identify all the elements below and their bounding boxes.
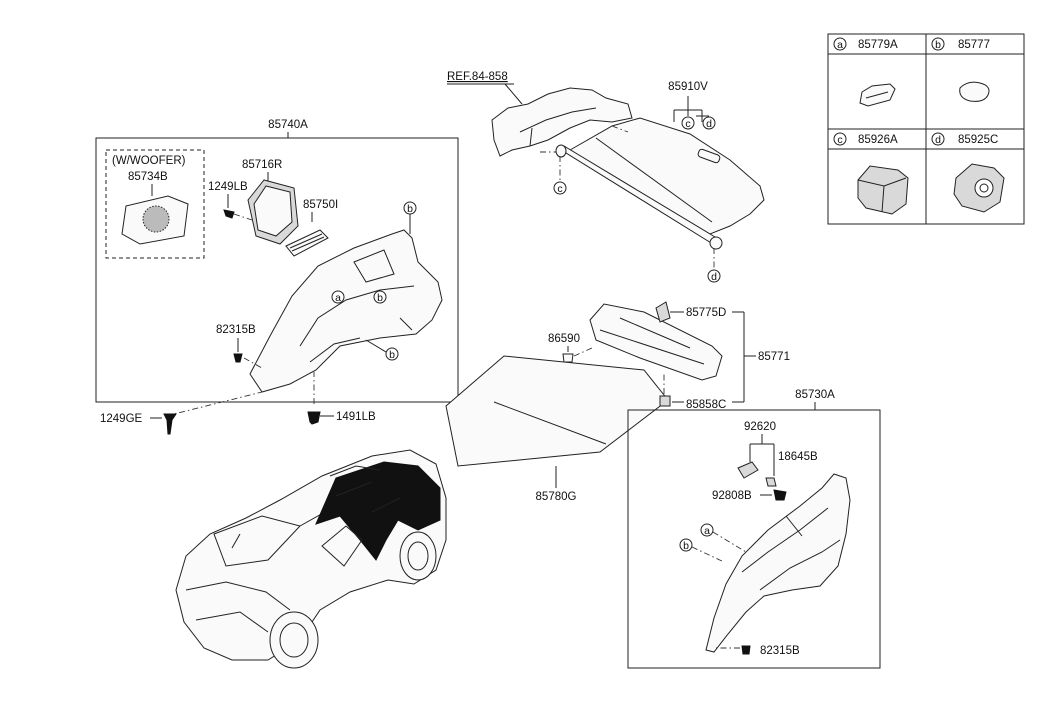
left-trim-group: 85740A (W/WOOFER) 85734B 85716R 1249LB 8… (95, 119, 459, 417)
lamp-92620 (737, 461, 759, 479)
label-85750i: 85750I (303, 199, 338, 211)
legend-letter-a: a (837, 39, 843, 51)
callout-b-left-low: b (389, 349, 395, 361)
legend-part-a: 85779A (858, 39, 898, 51)
callout-a-right: a (704, 525, 710, 537)
clip-86590 (562, 353, 574, 363)
legend-part-d: 85925C (958, 134, 998, 146)
socket-92808b (773, 489, 787, 501)
clip-82315b-right (741, 645, 751, 655)
label-82315b-left: 82315B (216, 324, 256, 336)
label-85775d: 85775D (686, 307, 726, 319)
highlighted-cargo-area (315, 461, 441, 561)
label-1249ge: 1249GE (100, 413, 143, 425)
screw-1249lb (223, 209, 235, 219)
legend-letter-d: d (935, 134, 941, 146)
luggage-board-group: 85780G 85775D 85771 86590 85858C (445, 301, 790, 503)
woofer-note: (W/WOOFER) (112, 155, 186, 167)
luggage-board-shape (445, 355, 669, 467)
legend-cell-c: c 85926A (833, 132, 909, 215)
label-92620: 92620 (744, 421, 776, 433)
label-85858c: 85858C (686, 399, 726, 411)
callout-b-left-mid: b (377, 292, 383, 304)
rear-transverse-trim-shape (589, 303, 723, 381)
label-1249lb: 1249LB (208, 181, 248, 193)
label-85780g: 85780G (536, 491, 577, 503)
label-92808b: 92808B (712, 490, 752, 502)
label-85771: 85771 (758, 351, 790, 363)
legend-part-b: 85777 (958, 39, 990, 51)
legend-table: a 85779A b 85777 c 85926A d 85925C (827, 33, 1025, 225)
legend-part-c: 85926A (858, 134, 898, 146)
woofer-grille (142, 205, 170, 233)
quarter-trim-lower-left-shape (249, 229, 443, 393)
cargo-cover-group: 85910V c d c d (540, 81, 765, 283)
legend-cell-d: d 85925C (931, 132, 1005, 213)
legend-cell-a: a 85779A (833, 37, 898, 107)
cargo-cover-panel-shape (569, 117, 765, 235)
legend-letter-c: c (837, 134, 842, 146)
legend-letter-b: b (935, 39, 941, 51)
clip-82315b-left (233, 353, 243, 363)
label-1491lb: 1491LB (336, 411, 376, 423)
callout-b-right: b (683, 540, 689, 552)
ref-group: REF.84-858 (447, 71, 633, 157)
part-85926a-shape (857, 165, 909, 215)
clip-85858c (659, 395, 671, 407)
label-18645b: 18645B (778, 451, 818, 463)
quarter-trim-upper-shape (491, 87, 633, 157)
bolt-1249ge (163, 413, 177, 435)
bulb-18645b (765, 477, 777, 487)
label-85740a: 85740A (268, 119, 308, 131)
label-85730a: 85730A (795, 389, 835, 401)
callout-c-top: c (685, 118, 690, 130)
callout-d-top: d (706, 118, 712, 130)
callout-d-bottom: d (711, 271, 717, 283)
ref-label: REF.84-858 (447, 71, 508, 83)
callout-c-left: c (557, 183, 562, 195)
label-85734b: 85734B (128, 171, 168, 183)
label-85910v: 85910V (668, 81, 708, 93)
label-86590: 86590 (548, 333, 580, 345)
callout-a-left: a (335, 292, 341, 304)
label-82315b-right: 82315B (760, 645, 800, 657)
legend-cell-b: b 85777 (931, 37, 990, 102)
label-85716r: 85716R (242, 159, 282, 171)
callout-b-left-top: b (407, 203, 413, 215)
fastener-group: 1249GE 1491LB (100, 411, 376, 435)
right-trim-group: 85730A 92620 18645B 92808B a b 82315B (627, 389, 881, 669)
part-85777-shape (959, 81, 990, 102)
clip-1491lb (307, 411, 321, 425)
vehicle-illustration (175, 449, 447, 669)
